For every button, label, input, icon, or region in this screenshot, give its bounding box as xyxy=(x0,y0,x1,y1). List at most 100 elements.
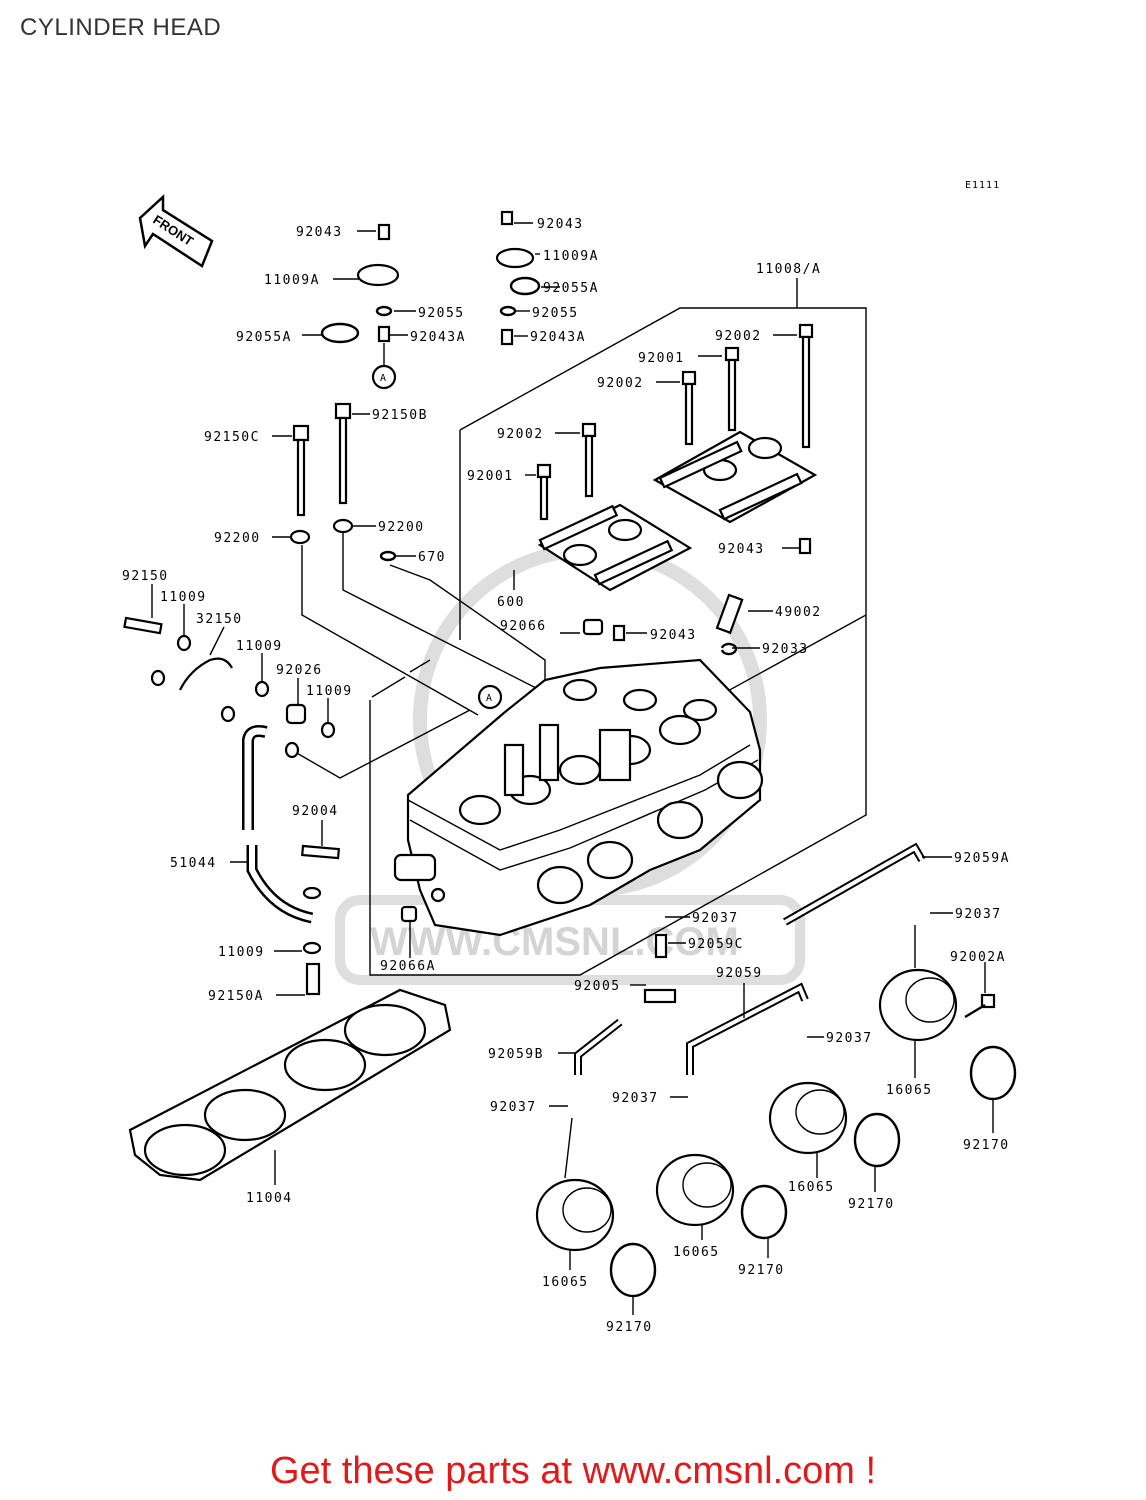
clamp-92170a xyxy=(969,1045,1017,1101)
label-92200a: 92200 xyxy=(214,531,261,546)
bolt-92150A xyxy=(305,962,321,996)
bolt-92002c-head xyxy=(581,422,597,438)
holder-11009Aa xyxy=(356,263,400,287)
label-92150B: 92150B xyxy=(372,408,428,423)
label-11009d: 11009 xyxy=(218,945,265,960)
label-92037d: 92037 xyxy=(612,1091,659,1106)
bolt-92001a-head xyxy=(724,346,740,362)
reference-marker-a: A xyxy=(380,373,387,384)
bolt-92002b-head xyxy=(681,370,697,386)
pin-92043Aa xyxy=(377,325,391,343)
diagram-code: E1111 xyxy=(965,180,1000,191)
clamps-92170 xyxy=(609,1045,1017,1298)
label-92001a: 92001 xyxy=(638,351,685,366)
clamp-92170c xyxy=(740,1184,788,1240)
holder-11009Ab xyxy=(495,247,535,269)
label-92043b: 92043 xyxy=(537,217,584,232)
pin-92043Ab xyxy=(500,328,514,346)
label-92002c: 92002 xyxy=(497,427,544,442)
label-92059B: 92059B xyxy=(488,1047,544,1062)
cylinder-head xyxy=(393,658,764,937)
label-92037e: 92037 xyxy=(490,1100,537,1115)
label-92043c: 92043 xyxy=(718,542,765,557)
hoses xyxy=(179,657,926,1075)
camshaft-holder-left xyxy=(537,503,693,592)
label-92150C: 92150C xyxy=(204,430,260,445)
joint-92005 xyxy=(643,988,677,1004)
label-92059C: 92059C xyxy=(688,937,744,952)
label-92170c: 92170 xyxy=(738,1263,785,1278)
label-92005: 92005 xyxy=(574,979,621,994)
pin-92043a xyxy=(377,223,391,241)
clamp-92170d xyxy=(609,1242,657,1298)
label-92059: 92059 xyxy=(716,966,763,981)
bolt-92150B-head xyxy=(334,402,352,420)
label-11009Ab: 11009A xyxy=(543,249,599,264)
reference-markers: A A xyxy=(371,364,503,710)
label-16065a: 16065 xyxy=(886,1083,933,1098)
camshaft-holder-right xyxy=(652,430,818,524)
label-92037b: 92037 xyxy=(692,911,739,926)
label-92059A: 92059A xyxy=(954,851,1010,866)
label-92170d: 92170 xyxy=(606,1320,653,1335)
reference-marker-a2: A xyxy=(486,693,493,704)
label-11009c: 11009 xyxy=(306,684,353,699)
bolt-92002A-head xyxy=(980,993,996,1009)
label-11009b: 11009 xyxy=(236,639,283,654)
label-16065b: 16065 xyxy=(788,1180,835,1195)
label-16065c: 16065 xyxy=(673,1245,720,1260)
label-11009a: 11009 xyxy=(160,590,207,605)
label-92055b: 92055 xyxy=(532,306,579,321)
label-92150: 92150 xyxy=(122,569,169,584)
label-92066: 92066 xyxy=(500,619,547,634)
label-92150A: 92150A xyxy=(208,989,264,1004)
holder-16065b xyxy=(768,1081,848,1155)
label-600: 600 xyxy=(497,595,525,610)
label-92002a: 92002 xyxy=(715,329,762,344)
head-gasket xyxy=(128,988,452,1185)
pipe-92059C xyxy=(654,933,668,959)
holder-16065c xyxy=(655,1153,735,1227)
label-92002b: 92002 xyxy=(597,376,644,391)
label-51044: 51044 xyxy=(170,856,217,871)
plug-92066A xyxy=(400,905,418,923)
holder-16065d xyxy=(535,1178,615,1252)
bolt-92001b-head xyxy=(536,463,552,479)
label-92066A: 92066A xyxy=(380,959,436,974)
label-11009Aa: 11009A xyxy=(264,273,320,288)
label-92043Aa: 92043A xyxy=(410,330,466,345)
clamp-92170b xyxy=(853,1112,901,1168)
holders-16065 xyxy=(535,968,958,1252)
watermark-text: WWW.CMSNL.COM xyxy=(370,920,739,964)
label-92170b: 92170 xyxy=(848,1197,895,1212)
label-32150: 32150 xyxy=(196,612,243,627)
label-92055Ab: 92055A xyxy=(543,281,599,296)
label-92026: 92026 xyxy=(276,663,323,678)
pin-92043b xyxy=(500,210,514,226)
label-92033: 92033 xyxy=(762,642,809,657)
page-title: CYLINDER HEAD xyxy=(20,14,222,41)
label-92043Ab: 92043A xyxy=(530,330,586,345)
part-labels: 92043 92043 11009A 11009A 92055A 92055 9… xyxy=(122,217,1010,1335)
label-92200b: 92200 xyxy=(378,520,425,535)
front-arrow-icon: FRONT xyxy=(138,194,214,268)
label-49002: 49002 xyxy=(775,605,822,620)
label-11008A: 11008/A xyxy=(756,262,821,277)
label-92055a: 92055 xyxy=(418,306,465,321)
bolt-92150 xyxy=(123,616,163,635)
label-92001b: 92001 xyxy=(467,469,514,484)
pin-92043-center xyxy=(612,624,626,642)
label-11004: 11004 xyxy=(246,1191,293,1206)
stud-92004 xyxy=(301,844,341,860)
exploded-parts-diagram: WWW.CMSNL.COM E1111 FRONT xyxy=(122,180,1017,1335)
promo-link[interactable]: Get these parts at www.cmsnl.com ! xyxy=(269,1450,877,1492)
label-92170a: 92170 xyxy=(963,1138,1010,1153)
bolt-92150C-head xyxy=(292,424,310,442)
label-92055Aa: 92055A xyxy=(236,330,292,345)
bolt-92002a-head xyxy=(798,323,814,339)
label-92043d: 92043 xyxy=(650,628,697,643)
pin-92043-right xyxy=(798,537,812,555)
valve-49002 xyxy=(715,593,744,635)
label-92037a: 92037 xyxy=(955,907,1002,922)
